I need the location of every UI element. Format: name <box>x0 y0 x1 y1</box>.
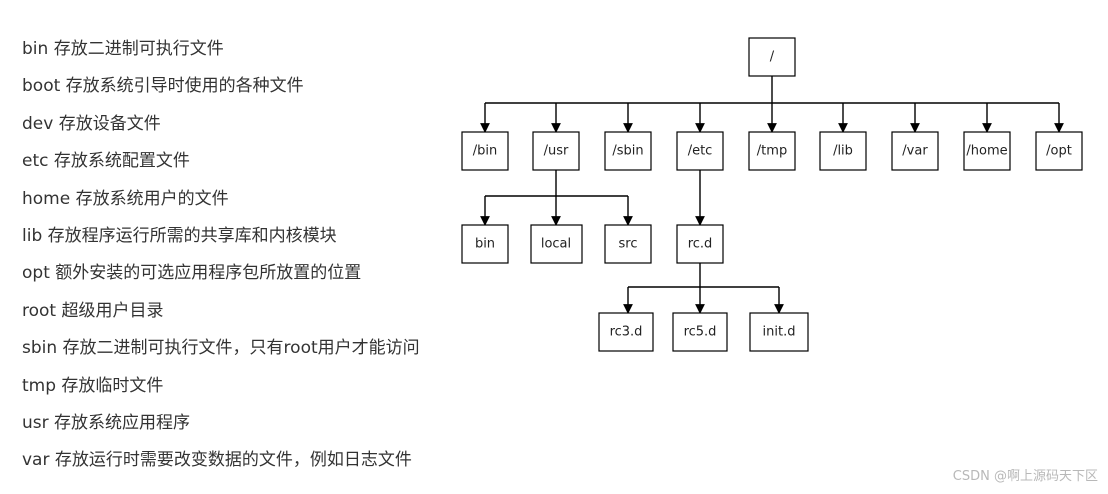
node-tmp-box <box>748 131 796 171</box>
node-usr-src-label: src <box>619 237 638 252</box>
node-bin-label: /bin <box>473 144 497 159</box>
node-initd-box <box>749 312 809 352</box>
node-rc3d-label: rc3.d <box>610 325 643 340</box>
node-home-box <box>963 131 1011 171</box>
desc-var: var 存放运行时需要改变数据的文件，例如日志文件 <box>22 450 412 471</box>
node-bin-box <box>461 131 509 171</box>
watermark-text: CSDN @啊上源码天下区 <box>952 469 1098 484</box>
node-initd-label: init.d <box>763 325 796 340</box>
node-root-label: / <box>770 50 775 65</box>
node-usr-box <box>532 131 580 171</box>
desc-dev: dev 存放设备文件 <box>22 113 161 134</box>
desc-home: home 存放系统用户的文件 <box>22 188 229 209</box>
desc-root: root 超级用户目录 <box>22 300 164 321</box>
tree-connectors <box>480 76 1064 314</box>
node-var-box <box>891 131 939 171</box>
node-etc-label: /etc <box>688 144 713 159</box>
node-root-box <box>748 37 796 77</box>
desc-opt: opt 额外安装的可选应用程序包所放置的位置 <box>22 263 362 284</box>
node-usr-bin-box <box>461 224 509 264</box>
node-usr-bin-label: bin <box>475 237 495 252</box>
node-usr-label: /usr <box>544 144 569 159</box>
node-tmp-label: /tmp <box>757 144 787 159</box>
node-usr-src-box <box>604 224 652 264</box>
desc-tmp: tmp 存放临时文件 <box>22 375 164 396</box>
node-rc3d-box <box>598 312 654 352</box>
tree-nodes <box>461 37 1083 352</box>
desc-etc: etc 存放系统配置文件 <box>22 151 190 172</box>
node-sbin-box <box>604 131 652 171</box>
node-opt-label: /opt <box>1046 144 1072 159</box>
desc-bin: bin 存放二进制可执行文件 <box>22 39 224 59</box>
node-lib-label: /lib <box>833 144 853 159</box>
node-sbin-label: /sbin <box>612 144 643 159</box>
directory-description-list: bin 存放二进制可执行文件 boot 存放系统引导时使用的各种文件 dev 存… <box>22 34 420 483</box>
node-opt-box <box>1035 131 1083 171</box>
node-etc-box <box>676 131 724 171</box>
desc-usr: usr 存放系统应用程序 <box>22 412 191 433</box>
desc-sbin: sbin 存放二进制可执行文件，只有root用户才能访问 <box>22 338 420 359</box>
node-rc5d-box <box>672 312 728 352</box>
node-lib-box <box>819 131 867 171</box>
node-usr-local-label: local <box>541 237 571 252</box>
node-home-label: /home <box>966 144 1007 159</box>
node-rc5d-label: rc5.d <box>684 325 717 340</box>
node-var-label: /var <box>902 144 928 159</box>
node-rcd-label: rc.d <box>688 237 713 252</box>
node-rcd-box <box>676 224 724 264</box>
desc-boot: boot 存放系统引导时使用的各种文件 <box>22 76 304 97</box>
node-usr-local-box <box>530 224 583 264</box>
tree-labels: / /bin /usr /sbin /etc /tmp /lib /var /h… <box>473 50 1072 340</box>
desc-lib: lib 存放程序运行所需的共享库和内核模块 <box>22 225 337 246</box>
